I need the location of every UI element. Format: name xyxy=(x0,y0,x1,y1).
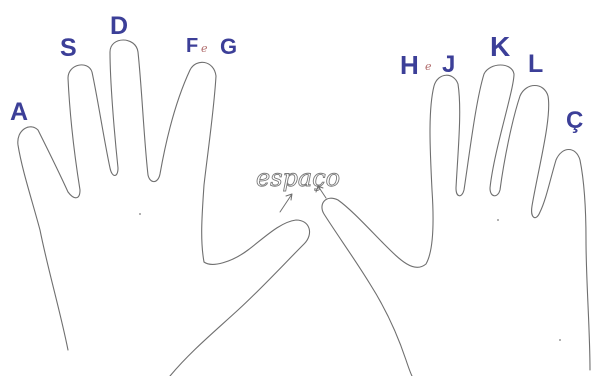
left-joiner-e: e xyxy=(201,42,208,55)
pencil-speck xyxy=(559,339,561,341)
key-letter-c-cedilla: Ç xyxy=(566,107,583,134)
key-letter-s: S xyxy=(60,34,77,62)
arrow-to-left-thumb xyxy=(280,194,292,212)
key-letter-d: D xyxy=(110,12,128,40)
pencil-speck xyxy=(139,213,141,215)
key-letter-a: A xyxy=(10,98,28,126)
key-letter-l: L xyxy=(528,50,543,78)
key-letter-j: J xyxy=(442,51,455,78)
key-letter-g: G xyxy=(220,34,237,59)
left-hand-outline xyxy=(18,40,310,376)
right-hand-outline xyxy=(322,65,590,376)
pencil-speck xyxy=(497,219,499,221)
key-letter-h: H xyxy=(400,50,419,80)
space-label: espaço xyxy=(256,164,340,192)
right-joiner-e: e xyxy=(425,60,432,73)
key-letter-k: K xyxy=(490,31,510,62)
key-letter-f: F xyxy=(186,35,198,57)
